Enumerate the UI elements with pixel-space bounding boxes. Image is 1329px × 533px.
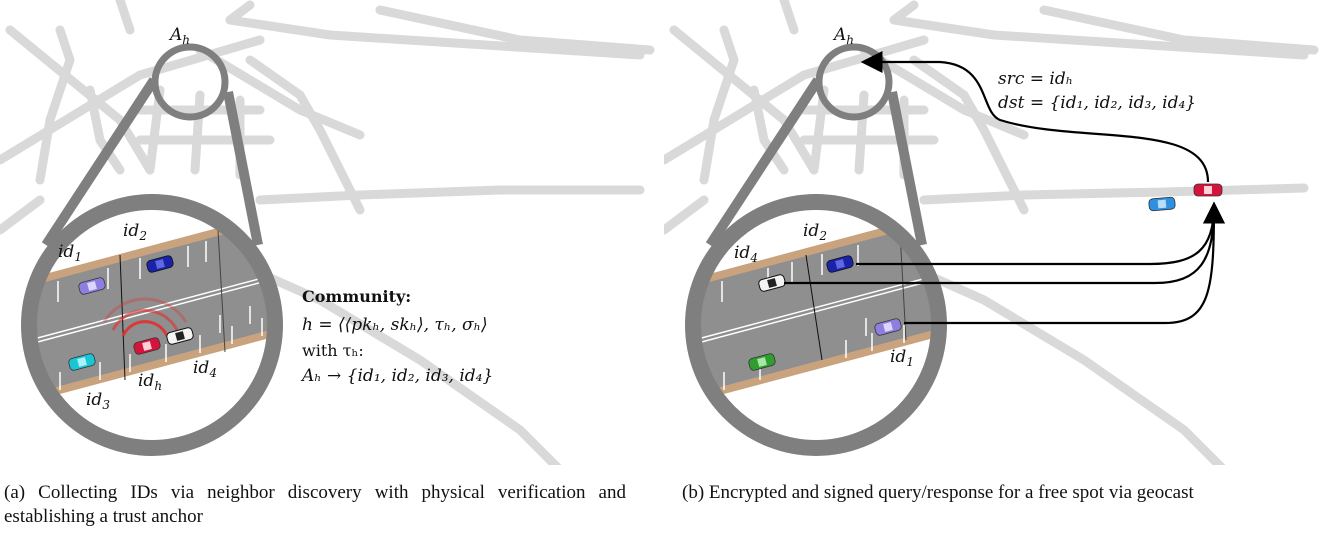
label-id2: id2 [123,221,147,243]
car-cyan [68,353,96,371]
broadcast-signal [102,297,188,337]
community-heading: Community: [302,287,411,306]
car-lightblue [1148,196,1176,212]
label-id1: id1 [58,242,82,264]
magnifier-lens [21,194,283,456]
anchor-circle [151,43,229,121]
anchor-circle [815,43,893,121]
message-src: src = idₕ [998,69,1073,89]
response-arrow-3 [904,201,1225,325]
car-white [758,274,786,292]
label-id4: id4 [734,243,758,265]
car-green [748,353,776,371]
community-line-1: h = ⟨⟨pkₕ, skₕ⟩, τₕ, σₕ⟩ [302,315,488,335]
label-idh: idh [138,371,162,393]
car-blue [146,255,174,273]
caption-b: (b) Encrypted and signed query/response … [682,482,1194,503]
panel-a: Ah id1 id2 id3 id4 idh Community: h = ⟨⟨… [0,0,655,465]
car-red [1193,183,1223,197]
label-id4: id4 [193,358,217,380]
car-red [133,337,161,355]
label-id2: id2 [803,221,827,243]
community-box: Community: h = ⟨⟨pkₕ, skₕ⟩, τₕ, σₕ⟩ with… [300,287,493,386]
magnifier-lens [685,194,947,456]
car-blue [826,255,854,273]
panel-b: Ah src = idₕ dst = {id₁, id₂, id₃, id₄} … [664,0,1319,465]
anchor-label: Ah [168,25,190,47]
car-white [166,327,194,345]
anchor-label: Ah [832,25,854,47]
query-arrow [860,51,1210,183]
label-id1: id1 [890,347,914,369]
car-purple [874,318,902,336]
label-id3: id3 [86,390,110,412]
caption-a: (a) Collecting IDs via neighbor discover… [4,482,626,527]
message-arrows [784,51,1225,325]
community-line-2: with τₕ: [302,341,364,360]
message-dst: dst = {id₁, id₂, id₃, id₄} [998,93,1196,113]
car-purple [78,277,106,295]
street-map [664,0,1319,465]
community-line-3: Aₕ → {id₁, id₂, id₃, id₄} [300,366,493,386]
